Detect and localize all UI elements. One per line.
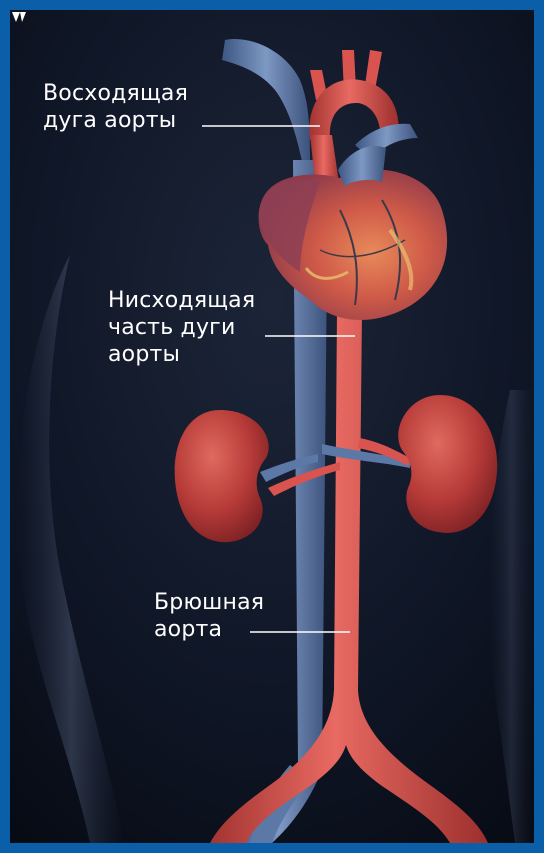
label-abdominal-aorta: Брюшная аорта — [154, 589, 264, 643]
label-ascending-aortic-arch: Восходящая дуга аорты — [43, 80, 188, 134]
label-descending-aortic-arch: Нисходящая часть дуги аорты — [108, 287, 255, 368]
aorta-illustration — [10, 10, 534, 843]
left-kidney — [175, 410, 269, 542]
